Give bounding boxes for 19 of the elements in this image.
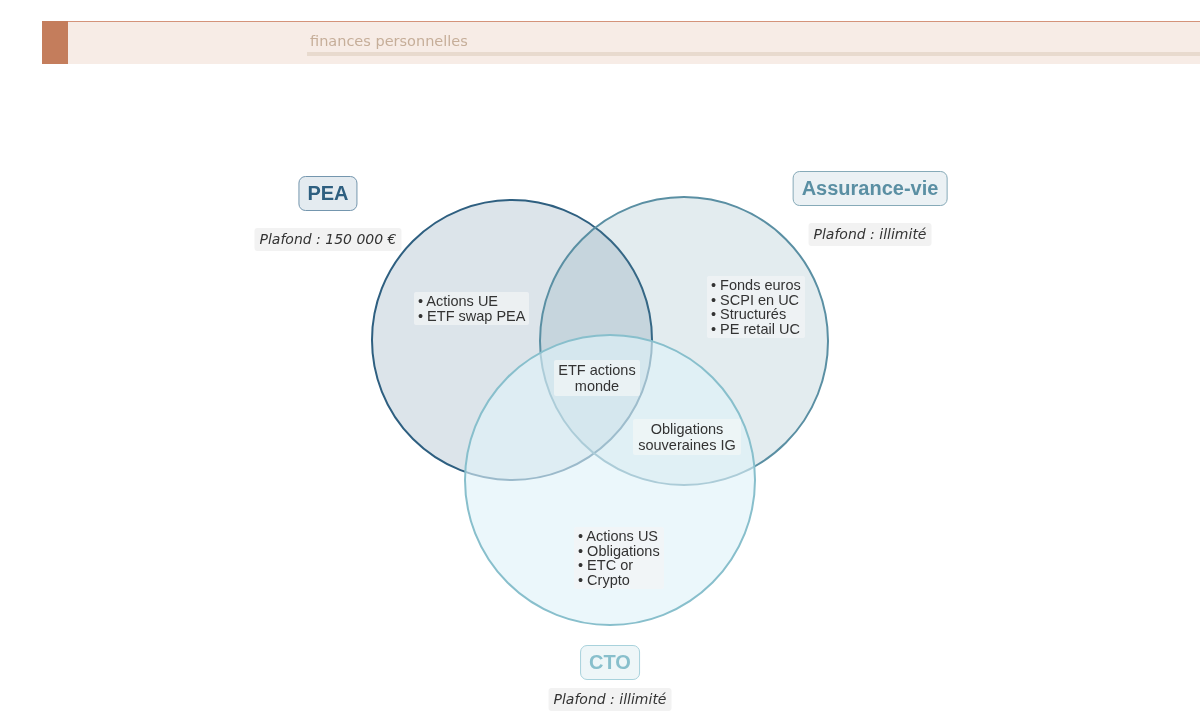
region-label: Obligations souveraines IG [633, 419, 741, 455]
cap-note: Plafond : 150 000 € [254, 228, 402, 251]
list-item: • Fonds euros [711, 278, 801, 293]
set-title: Assurance-vie [792, 171, 948, 206]
list-item: • ETC or [578, 558, 634, 573]
list-item: • ETF swap PEA [418, 308, 526, 323]
list-item: • Crypto [578, 572, 631, 587]
set-title: CTO [580, 645, 640, 680]
cap-note: Plafond : illimité [808, 223, 932, 246]
list-item: • Obligations [578, 543, 660, 558]
list-item: • Structurés [711, 307, 788, 322]
set-title: PEA [298, 176, 358, 211]
list-item: • Actions UE [418, 294, 500, 309]
tagline: finances personnelles [310, 33, 468, 49]
cap-note: Plafond : illimité [548, 688, 672, 711]
list-item: • Actions US [578, 529, 660, 544]
list-item: • PE retail UC [711, 321, 801, 336]
region-label: ETF actions monde [554, 360, 640, 396]
list-item: • SCPI en UC [711, 292, 801, 307]
